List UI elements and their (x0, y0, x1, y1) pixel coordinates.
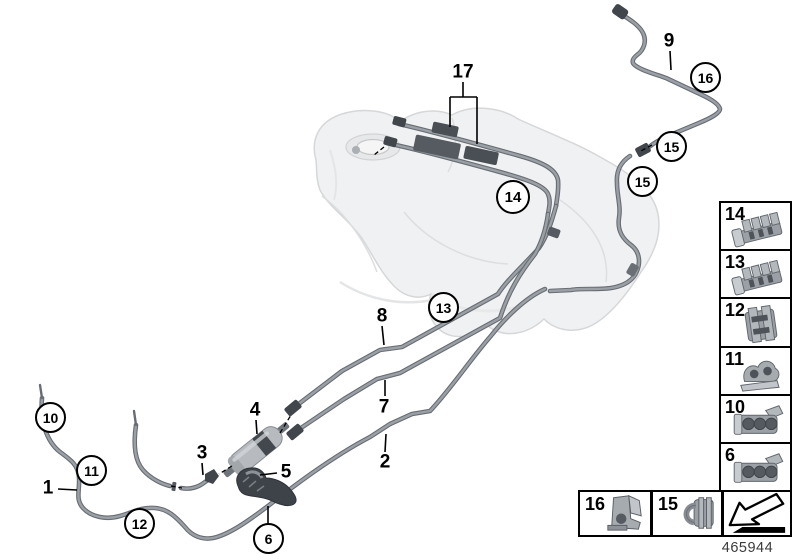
filter-bracket (236, 467, 297, 507)
callout-5[interactable]: 5 (280, 461, 292, 483)
legend-cell-11[interactable]: 11 (721, 348, 790, 396)
leader-lines (57, 50, 672, 528)
callout-2[interactable]: 2 (379, 451, 391, 473)
callout-12-circle[interactable]: 12 (124, 508, 155, 539)
callout-9[interactable]: 9 (663, 30, 675, 52)
callout-15-circle-lower[interactable]: 15 (627, 166, 658, 197)
pipe-clamp-clip-icon (683, 497, 714, 529)
callout-11-circle[interactable]: 11 (76, 455, 107, 486)
legend-label: 14 (725, 204, 746, 224)
legend-label: 15 (658, 494, 679, 514)
holder-bracket-clip-icon (607, 495, 642, 531)
callout-3[interactable]: 3 (196, 442, 208, 464)
legend-cell-10[interactable]: 10 (721, 396, 790, 444)
fuel-filter (223, 422, 290, 478)
legend-cell-15[interactable]: 15 (651, 490, 723, 537)
legend-label: 11 (725, 348, 745, 369)
direction-arrow-box (722, 490, 792, 537)
legend-cell-16[interactable]: 16 (578, 490, 652, 537)
pipe-lines (38, 14, 720, 539)
callout-16-circle[interactable]: 16 (690, 62, 721, 93)
legend-column: 14 13 (719, 201, 792, 492)
legend-cell-12[interactable]: 12 (721, 299, 790, 348)
callout-6-circle[interactable]: 6 (253, 523, 284, 554)
legend-label: 13 (725, 252, 746, 273)
callout-8[interactable]: 8 (376, 305, 388, 327)
triple-tube-clip-icon (733, 453, 784, 483)
quad-tube-clip-icon (731, 211, 783, 248)
quad-tube-clip-icon (731, 260, 783, 296)
diagram-number: 465944 (721, 540, 774, 556)
dash-connectors (170, 144, 653, 489)
callout-14-circle[interactable]: 14 (496, 180, 530, 214)
callout-1[interactable]: 1 (42, 477, 54, 499)
tank-service-opening (345, 133, 401, 161)
fuel-tank (313, 107, 660, 338)
callout-17[interactable]: 17 (452, 61, 474, 83)
stacked-clip-icon (744, 304, 778, 343)
callout-13-circle[interactable]: 13 (428, 292, 459, 323)
callout-15-circle-upper[interactable]: 15 (656, 131, 687, 162)
legend-label: 12 (725, 300, 746, 321)
legend-label: 6 (725, 444, 736, 465)
callout-7[interactable]: 7 (378, 396, 390, 418)
triple-tube-clip-icon (733, 405, 784, 435)
legend-label: 10 (725, 396, 746, 417)
callout-10-circle[interactable]: 10 (35, 402, 66, 433)
legend-cell-14[interactable]: 14 (721, 203, 790, 252)
legend-cell-6[interactable]: 6 (721, 444, 790, 490)
pipe-clamp-blocks-17 (413, 121, 499, 166)
saddle-clip-icon (740, 360, 780, 392)
callout-4[interactable]: 4 (249, 399, 261, 421)
legend-label: 16 (585, 494, 606, 514)
direction-of-travel-arrow-icon (728, 492, 786, 533)
legend-cell-13[interactable]: 13 (721, 251, 790, 300)
